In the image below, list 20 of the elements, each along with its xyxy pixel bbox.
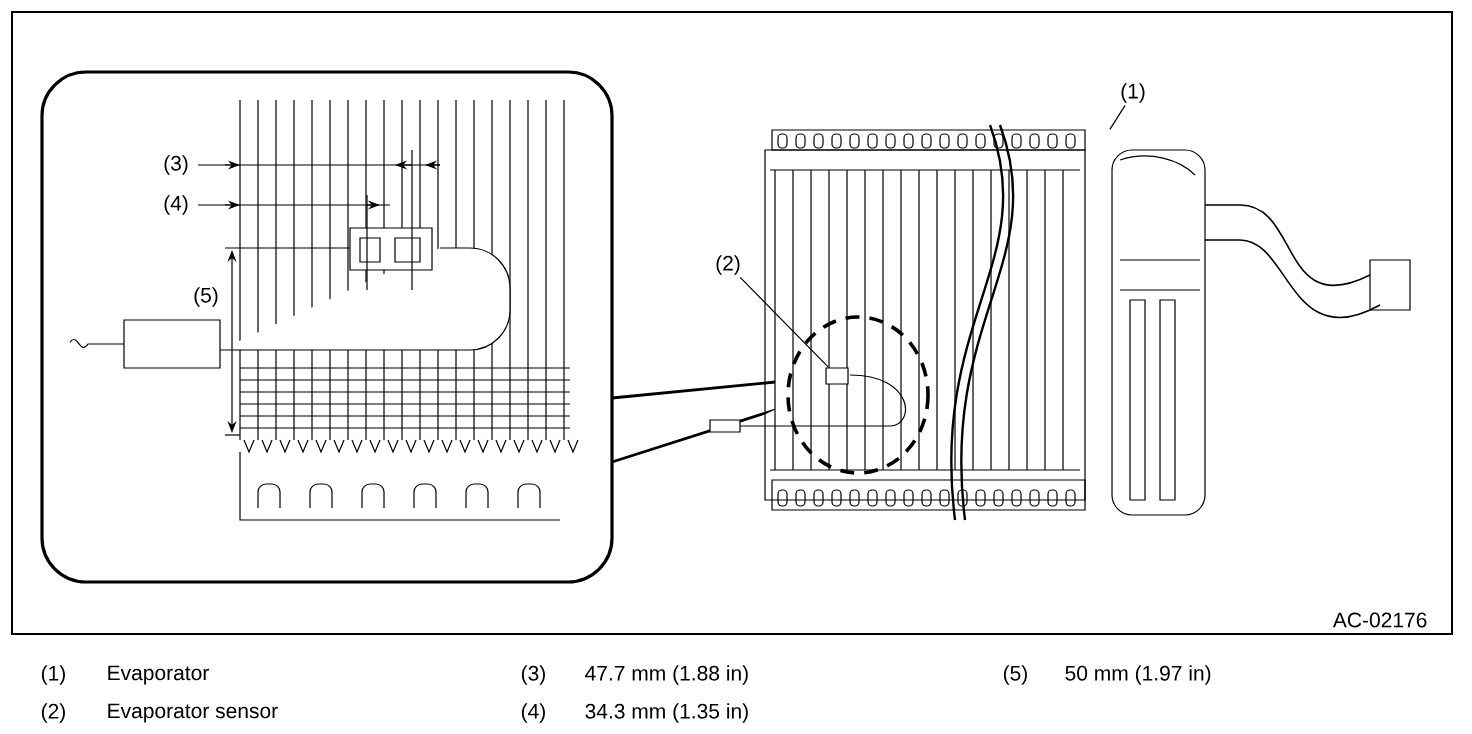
callout-number: (2) (716, 255, 740, 275)
figure-number: AC-02176 (1332, 612, 1427, 628)
leader-line (1109, 104, 1126, 130)
callout-number: (1) (1121, 83, 1145, 103)
sensor-box (825, 367, 849, 385)
legend-text: Evaporator sensor (108, 703, 278, 723)
leader-line (739, 276, 830, 368)
callout-number: (4) (164, 195, 188, 215)
callout-number: (3) (164, 155, 188, 175)
callout-number: (4) (521, 703, 545, 723)
legend-text: Evaporator (108, 665, 209, 685)
callout-number: (5) (194, 287, 218, 307)
legend-text: 34.3 mm (1.35 in) (585, 703, 748, 723)
legend-text: 50 mm (1.97 in) (1065, 665, 1211, 685)
callout-number: (2) (41, 703, 65, 723)
callout-number: (5) (1003, 665, 1027, 685)
callout-number: (1) (41, 665, 65, 685)
legend-text: 47.7 mm (1.88 in) (585, 665, 748, 685)
callout-number: (3) (521, 665, 545, 685)
evaporator-drawing (764, 124, 1411, 521)
